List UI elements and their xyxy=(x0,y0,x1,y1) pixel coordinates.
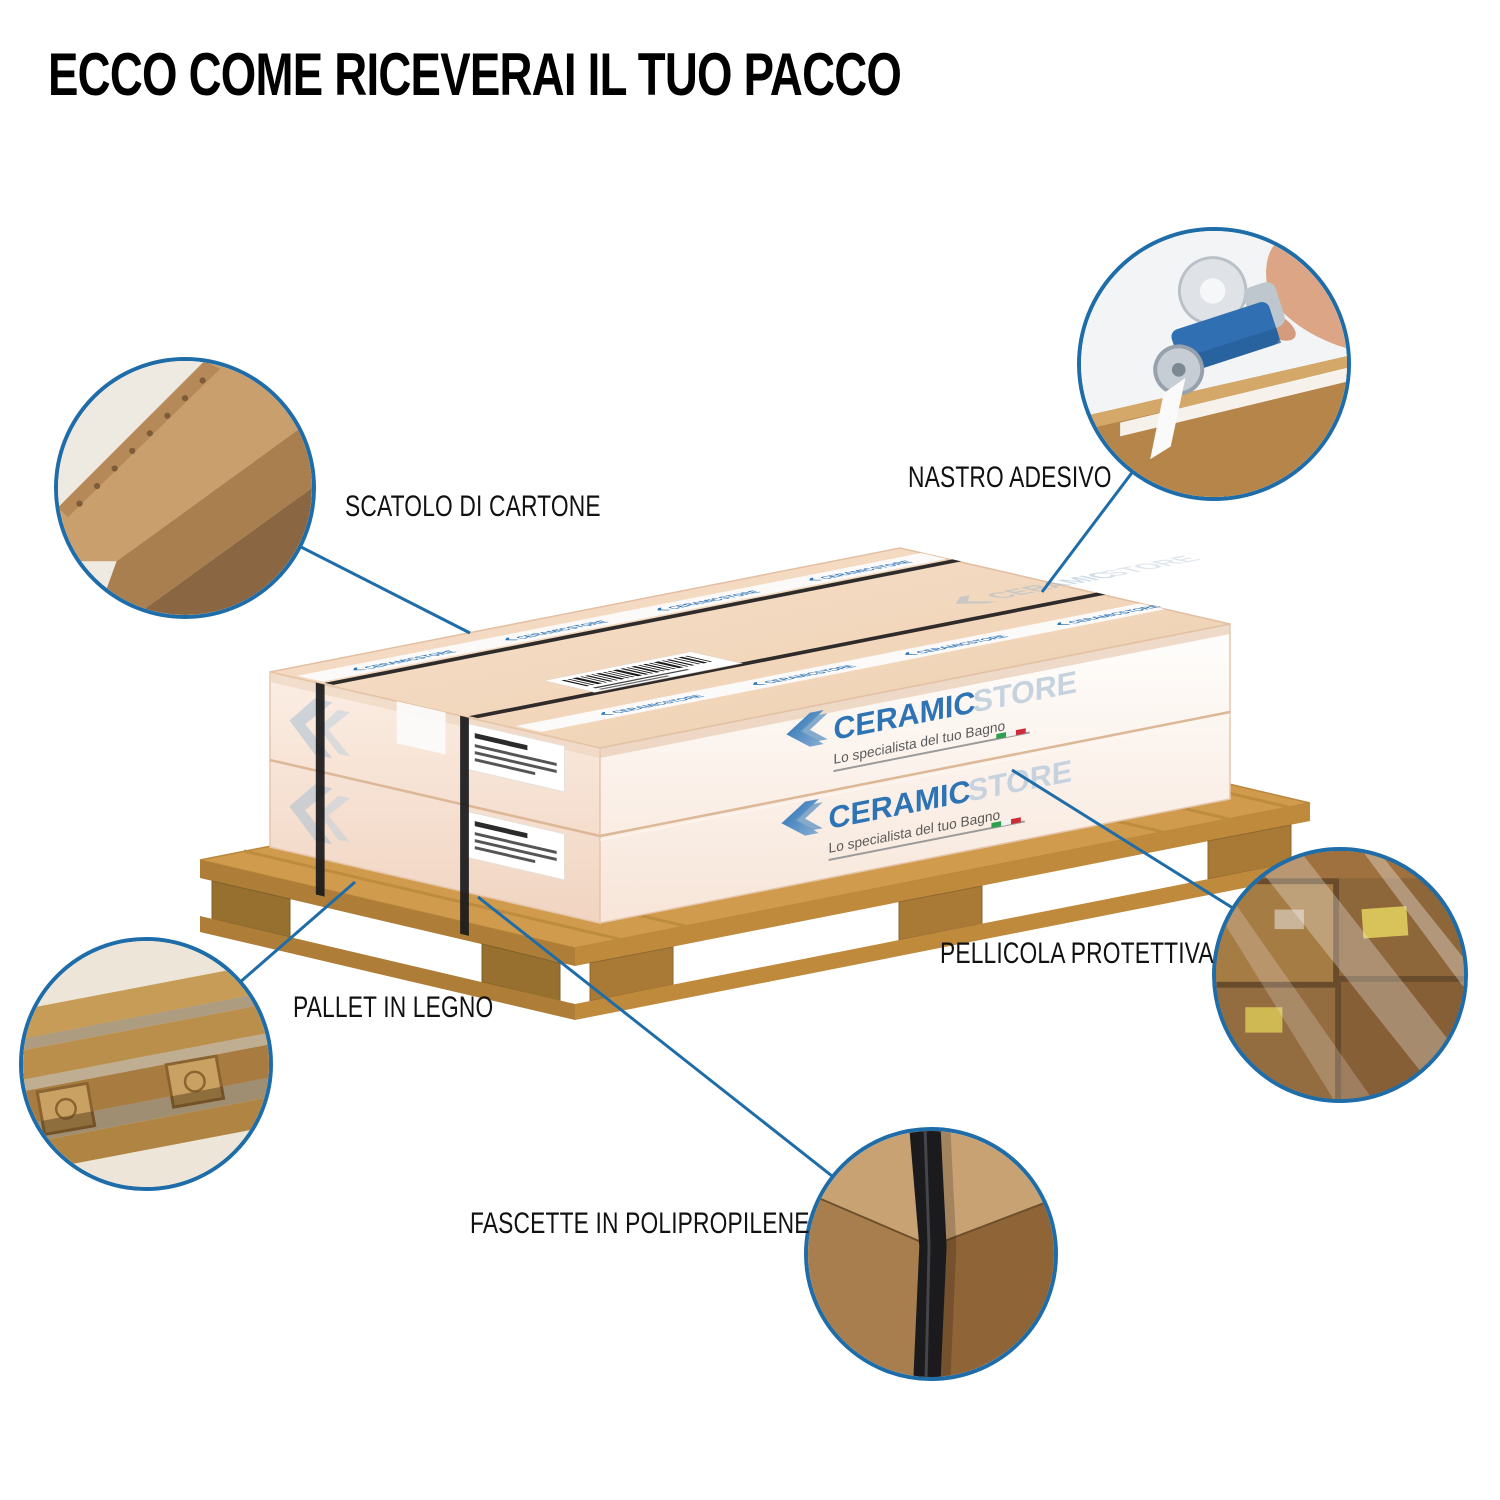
protective-film-photo-art xyxy=(1216,851,1464,1099)
brand-chevron-icon xyxy=(505,637,519,641)
brand-chevron-icon xyxy=(601,711,615,715)
strap-vertical-1 xyxy=(315,682,325,897)
pallet-bottom-board-left xyxy=(200,916,575,1020)
brand-chevron-icon xyxy=(657,607,671,611)
brand-chevron-icon xyxy=(809,577,824,581)
page-title: ECCO COME RICEVERAI IL TUO PACCO xyxy=(48,41,902,108)
tape-dispenser-photo-art xyxy=(1081,231,1347,497)
corrugation-flutes xyxy=(76,377,206,507)
shipping-label-1 xyxy=(466,722,565,793)
box-seam-left xyxy=(269,758,601,838)
tape-end-tab xyxy=(396,701,446,755)
lid-shadow-front xyxy=(600,624,1230,758)
wood-pallet-photo-art xyxy=(23,941,269,1187)
cardboard-photo-art xyxy=(58,361,312,615)
label-pallet: PALLET IN LEGNO xyxy=(293,991,494,1024)
label-cardboard: SCATOLO DI CARTONE xyxy=(345,490,601,523)
brand-chevron-icon xyxy=(781,798,819,836)
brand-chevron-icon xyxy=(753,681,767,685)
strap-corner-photo xyxy=(804,1127,1058,1381)
protective-film-photo xyxy=(1212,847,1468,1103)
label-film: PELLICOLA PROTETTIVA xyxy=(940,937,1214,970)
brand-chevron-icon xyxy=(955,595,997,604)
strap-band-1 xyxy=(324,559,962,685)
brand-chevron-icon xyxy=(1057,622,1071,625)
strap-band-2 xyxy=(468,592,1106,719)
box-seam-highlight xyxy=(599,715,1231,841)
brand-chevron-icon xyxy=(905,652,919,655)
dispenser xyxy=(1150,256,1285,460)
brand-chevron-icon xyxy=(786,709,824,747)
flag-red xyxy=(1011,817,1021,825)
barcode-icon xyxy=(561,655,713,687)
shipping-label-2 xyxy=(466,810,565,881)
pallet-bottom-board-front xyxy=(575,859,1310,1020)
strap-vertical-2 xyxy=(460,715,469,936)
watermark-chevron-2 xyxy=(289,784,350,845)
tape-strip-back xyxy=(297,553,947,682)
package-box: CERAMICSTORE CERAMICSTORE CERAMICSTORE C… xyxy=(269,547,1231,936)
tape-dispenser-photo xyxy=(1077,227,1351,501)
tape-strip-front xyxy=(515,603,1166,732)
flag-red xyxy=(1015,728,1026,736)
pallet-deck-left-edge xyxy=(200,860,575,966)
cardboard-photo xyxy=(54,357,316,619)
brand-chevron-icon xyxy=(353,667,367,671)
pallet-deck-front-edge xyxy=(575,803,1310,966)
svg-text:STORE: STORE xyxy=(1091,554,1208,578)
flag-white xyxy=(1001,819,1012,827)
brand-chevron-icon xyxy=(795,802,823,831)
label-straps: FASCETTE IN POLIPROPILENE xyxy=(470,1207,810,1240)
flag-green xyxy=(991,821,1002,828)
watermark-chevron-1 xyxy=(289,698,350,759)
film-shine xyxy=(1216,851,1464,1099)
barcode-label xyxy=(542,651,744,693)
box-left-details xyxy=(289,682,565,936)
flag-green xyxy=(996,732,1007,740)
flag-white xyxy=(1006,730,1016,738)
strap-corner-photo-art xyxy=(808,1131,1054,1377)
label-tape: NASTRO ADESIVO xyxy=(908,461,1112,494)
brand-chevron-icon xyxy=(800,713,828,742)
wood-pallet-photo xyxy=(19,937,273,1191)
box-seam-front xyxy=(599,710,1231,838)
